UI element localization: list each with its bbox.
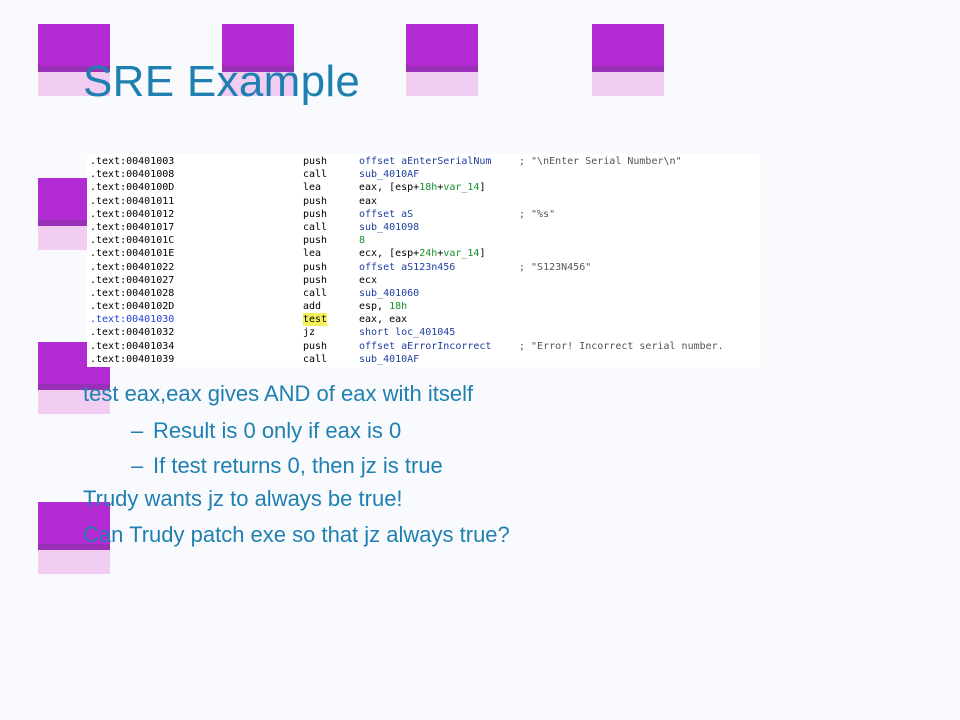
code-operand: esp, 18h bbox=[359, 301, 408, 313]
code-line: .text:0040101C push 8 bbox=[87, 234, 760, 247]
code-mnemonic: jz bbox=[303, 327, 316, 339]
disassembly-listing: .text:00401003 push offset aEnterSerialNum… bbox=[87, 154, 760, 367]
code-mnemonic: lea bbox=[303, 182, 322, 194]
bullet-item: Can Trudy patch exe so that jz always tr… bbox=[83, 522, 510, 547]
code-operand: offset aEnterSerialNum bbox=[359, 156, 492, 167]
code-mnemonic: push bbox=[303, 208, 328, 220]
code-line: .text:00401034 push offset aErrorIncorrect… bbox=[87, 340, 760, 353]
code-line: .text:00401039 call sub_4010AF bbox=[87, 353, 760, 366]
code-line: .text:00401030 test eax, eax bbox=[87, 313, 760, 327]
sub-bullet-marker: – bbox=[131, 453, 144, 478]
decor-square bbox=[592, 24, 664, 96]
bullet-item: Trudy wants jz to always be true! bbox=[83, 486, 403, 511]
bullet-item: test eax,eax gives AND of eax with itsel… bbox=[83, 381, 474, 406]
code-operand: sub_401098 bbox=[359, 221, 420, 233]
code-line: .text:00401027 push ecx bbox=[87, 274, 760, 287]
sub-bullet-item: –Result is 0 only if eax is 0 bbox=[131, 417, 401, 445]
code-address: .text:00401032 bbox=[90, 327, 175, 339]
code-address: .text:0040102D bbox=[90, 301, 175, 313]
code-operand: eax, eax bbox=[359, 314, 408, 326]
code-operand: offset aErrorIncorrect bbox=[359, 340, 492, 352]
code-mnemonic: push bbox=[303, 274, 328, 286]
code-line: .text:00401032 jz short loc_401045 bbox=[87, 326, 760, 339]
code-line: .text:00401003 push offset aEnterSerialNum… bbox=[87, 155, 760, 168]
code-address: .text:0040101E bbox=[90, 248, 175, 260]
code-address: .text:00401003 bbox=[90, 156, 175, 167]
decor-square bbox=[406, 24, 478, 96]
code-mnemonic: push bbox=[303, 235, 328, 247]
code-operand: eax, [esp+18h+var_14] bbox=[359, 182, 486, 194]
code-mnemonic: call bbox=[303, 169, 328, 181]
code-line: .text:0040102D add esp, 18h bbox=[87, 300, 760, 313]
code-address: .text:00401008 bbox=[90, 169, 175, 181]
code-mnemonic: test bbox=[303, 313, 328, 327]
code-operand: sub_401060 bbox=[359, 287, 420, 299]
decor-square bbox=[38, 502, 110, 574]
code-mnemonic: push bbox=[303, 340, 328, 352]
code-comment: ; "Error! Incorrect serial number. bbox=[519, 340, 724, 352]
sub-bullet-item: –If test returns 0, then jz is true bbox=[131, 452, 443, 480]
code-line: .text:00401008 call sub_4010AF bbox=[87, 168, 760, 181]
decor-square bbox=[38, 24, 110, 96]
code-address: .text:00401027 bbox=[90, 274, 175, 286]
code-line: .text:0040101E lea ecx, [esp+24h+var_14] bbox=[87, 247, 760, 260]
sub-bullet-marker: – bbox=[131, 418, 144, 443]
code-mnemonic: push bbox=[303, 261, 328, 273]
code-operand: ecx, [esp+24h+var_14] bbox=[359, 248, 486, 260]
sub-bullet-text: Result is 0 only if eax is 0 bbox=[153, 418, 402, 443]
code-mnemonic: call bbox=[303, 287, 328, 299]
code-comment: ; "\nEnter Serial Number\n" bbox=[519, 156, 682, 167]
code-comment: ; "%s" bbox=[519, 208, 556, 220]
code-operand: sub_4010AF bbox=[359, 169, 420, 181]
code-address: .text:00401030 bbox=[90, 314, 175, 326]
code-address: .text:00401028 bbox=[90, 287, 175, 299]
decor-square bbox=[222, 24, 294, 96]
code-address: .text:00401012 bbox=[90, 208, 175, 220]
code-address: .text:0040100D bbox=[90, 182, 175, 194]
code-address: .text:0040101C bbox=[90, 235, 175, 247]
code-mnemonic: call bbox=[303, 221, 328, 233]
code-operand: sub_4010AF bbox=[359, 353, 420, 365]
code-line: .text:00401011 push eax bbox=[87, 195, 760, 208]
code-line: .text:00401012 push offset aS ; "%s" bbox=[87, 208, 760, 221]
code-operand: ecx bbox=[359, 274, 378, 286]
code-operand: short loc_401045 bbox=[359, 327, 456, 339]
code-address: .text:00401017 bbox=[90, 221, 175, 233]
code-mnemonic: push bbox=[303, 195, 328, 207]
code-mnemonic: push bbox=[303, 156, 328, 167]
code-address: .text:00401022 bbox=[90, 261, 175, 273]
code-line: .text:0040100D lea eax, [esp+18h+var_14] bbox=[87, 181, 760, 194]
code-line: .text:00401022 push offset aS123n456 ; "S12… bbox=[87, 261, 760, 274]
code-address: .text:00401011 bbox=[90, 195, 175, 207]
code-address: .text:00401034 bbox=[90, 340, 175, 352]
code-operand: 8 bbox=[359, 235, 366, 247]
slide-title: SRE Example bbox=[83, 57, 361, 106]
code-mnemonic: lea bbox=[303, 248, 322, 260]
sub-bullet-text: If test returns 0, then jz is true bbox=[153, 453, 443, 478]
code-line: .text:00401028 call sub_401060 bbox=[87, 287, 760, 300]
code-mnemonic: add bbox=[303, 301, 322, 313]
code-line: .text:00401017 call sub_401098 bbox=[87, 221, 760, 234]
code-address: .text:00401039 bbox=[90, 353, 175, 365]
code-comment: ; "S123N456" bbox=[519, 261, 592, 273]
code-operand: eax bbox=[359, 195, 378, 207]
code-operand: offset aS bbox=[359, 208, 414, 220]
code-mnemonic: call bbox=[303, 353, 328, 365]
code-operand: offset aS123n456 bbox=[359, 261, 456, 273]
